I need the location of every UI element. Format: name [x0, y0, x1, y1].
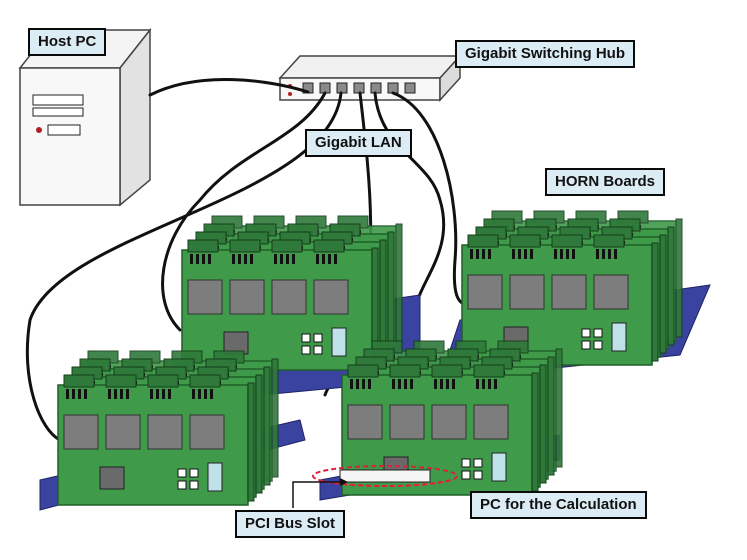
label-pc-for-calculation: PC for the Calculation: [470, 491, 647, 519]
label-host-pc: Host PC: [28, 28, 107, 56]
label-gigabit-lan: Gigabit LAN: [305, 129, 412, 157]
host-pc-tower: [18, 27, 152, 207]
label-gigabit-switching-hub: Gigabit Switching Hub: [455, 40, 635, 68]
board-stack-back-right: [462, 211, 682, 365]
switching-hub: [278, 54, 462, 102]
pci-pointer-arrow: [292, 478, 348, 508]
label-pci-bus-slot: PCI Bus Slot: [235, 510, 346, 538]
board-stack-front-left: [58, 351, 278, 505]
pci-slot-highlight: [312, 465, 458, 487]
label-horn-boards: HORN Boards: [545, 168, 666, 196]
board-stack-back-left: [182, 216, 402, 370]
